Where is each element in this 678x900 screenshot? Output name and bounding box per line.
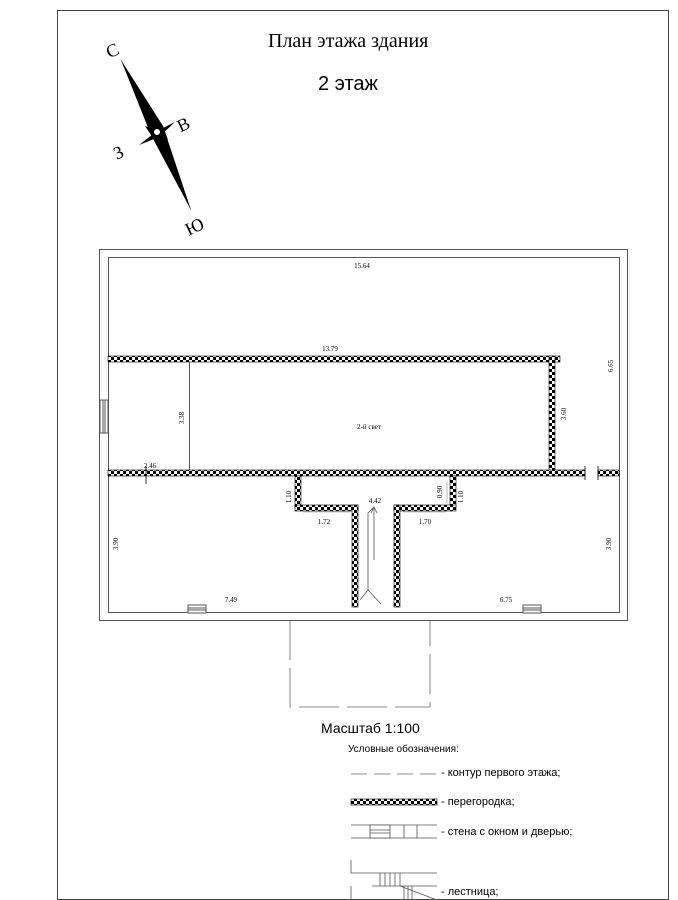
dim-right-upper: 6.65 <box>607 359 615 372</box>
dim-stair-right-w: 1.70 <box>419 518 432 526</box>
outer-wall <box>99 249 628 621</box>
legend-heading: Условные обозначения: <box>348 744 459 755</box>
bottom-window-left <box>187 604 207 614</box>
floor-label: 2 этаж <box>318 73 378 95</box>
compass-needle-north <box>121 60 163 135</box>
partitions <box>107 355 620 608</box>
dimension-lines <box>300 482 448 513</box>
inner-wall <box>108 257 620 613</box>
dim-bottom-right: 6.75 <box>500 596 513 604</box>
dim-left-lower: 3.90 <box>112 537 120 550</box>
scale-label: Масштаб 1:100 <box>321 720 420 736</box>
dim-left-short: 2.46 <box>144 462 157 470</box>
dim-partition: 13.79 <box>322 345 338 353</box>
dim-stair-left-w: 1.72 <box>318 518 331 526</box>
room-label: 2-й свет <box>357 423 381 431</box>
dim-stair-small: 0.90 <box>436 485 444 498</box>
dim-top: 15.64 <box>354 262 370 270</box>
first-floor-contour <box>289 620 431 708</box>
legend-stair-symbol <box>350 860 438 900</box>
legend-item-stair: - лестница; <box>441 886 499 898</box>
legend-symbols <box>350 773 438 900</box>
plan-title: План этажа здания <box>268 30 429 52</box>
compass-west-label: З <box>110 142 127 164</box>
dim-void-height: 3.38 <box>178 411 186 424</box>
bottom-window-right <box>522 604 542 614</box>
compass-needle-south <box>151 126 191 210</box>
legend-wall-symbol <box>351 824 437 839</box>
dim-right-lower: 3.90 <box>605 537 613 550</box>
legend-item-partition: - перегородка; <box>441 796 515 808</box>
legend-item-wall: - стена с окном и дверью; <box>441 826 573 838</box>
dim-void-right: 3.60 <box>560 407 568 420</box>
sheet-border <box>57 10 669 900</box>
door-marker-right <box>584 466 599 480</box>
dim-stair-left-h: 1.10 <box>285 490 293 503</box>
compass-rose <box>120 59 192 211</box>
legend-item-contour: - контур первого этажа; <box>441 767 561 779</box>
compass-east-label: В <box>174 113 193 136</box>
staircase <box>359 506 382 605</box>
dim-stair-width: 4.42 <box>369 497 382 505</box>
dim-bottom-left: 7.49 <box>225 596 238 604</box>
dim-stair-right-h: 1.10 <box>457 490 465 503</box>
compass-south-label: Ю <box>182 214 207 240</box>
left-window <box>99 399 109 434</box>
legend-partition-symbol <box>350 798 438 806</box>
